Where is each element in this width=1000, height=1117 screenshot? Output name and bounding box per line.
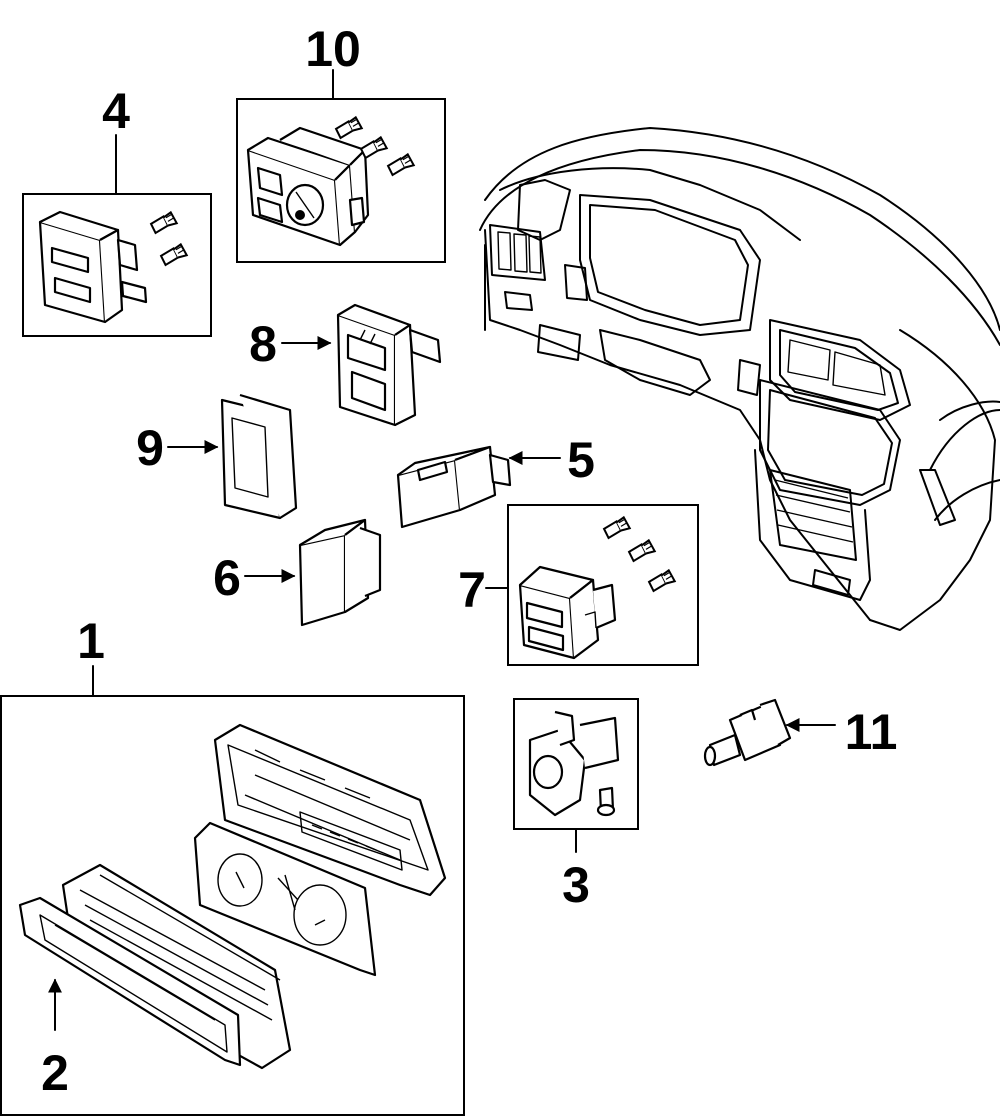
callout-8: 8	[249, 316, 277, 372]
faceplate-drawing	[18, 896, 242, 1067]
part-3-group	[513, 698, 639, 830]
dashboard-drawing	[479, 127, 1000, 631]
part-4-group	[22, 193, 212, 337]
callout-9: 9	[136, 420, 164, 476]
switch-7-drawing	[518, 565, 617, 660]
screw-4a-drawing	[148, 210, 179, 235]
part-7-box	[507, 504, 699, 666]
callout-5: 5	[567, 432, 595, 488]
callout-1: 1	[77, 613, 105, 669]
sensor-11-drawing	[703, 698, 792, 767]
part-10-box	[236, 98, 446, 263]
part-10-group	[236, 98, 446, 263]
screw-10c-drawing	[385, 152, 416, 177]
callout-6: 6	[213, 550, 241, 606]
callout-2: 2	[41, 1045, 69, 1101]
switch-3-drawing	[528, 710, 620, 817]
callout-3: 3	[562, 857, 590, 913]
switch-9-drawing	[220, 393, 298, 520]
screw-7b-drawing	[626, 538, 657, 563]
part-1-group	[0, 695, 465, 1116]
switch-5-drawing	[396, 445, 512, 529]
callout-7: 7	[458, 562, 486, 618]
switch-4-drawing	[38, 210, 148, 324]
control-panel-drawing	[193, 821, 377, 977]
callout-10: 10	[305, 21, 361, 77]
callout-11: 11	[845, 704, 898, 760]
screw-7a-drawing	[601, 515, 632, 540]
part-1-box	[0, 695, 465, 1116]
callout-4: 4	[102, 83, 130, 139]
screw-10b-drawing	[358, 135, 389, 160]
screw-10a-drawing	[333, 115, 364, 140]
switch-6-drawing	[298, 518, 382, 627]
screw-4b-drawing	[158, 242, 189, 267]
switch-10-drawing	[246, 126, 370, 247]
screw-7c-drawing	[646, 568, 677, 593]
switch-8-drawing	[336, 303, 442, 427]
part-7-group	[507, 504, 699, 666]
control-housing-drawing	[213, 723, 447, 897]
